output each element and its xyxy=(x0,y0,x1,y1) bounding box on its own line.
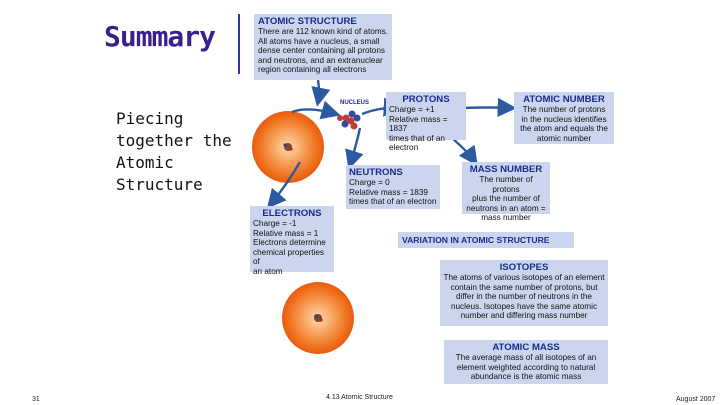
arrow-structure-to-atom xyxy=(311,79,331,107)
protons-text: Charge = +1 Relative mass = 1837 times t… xyxy=(389,105,448,153)
neutrons-text: Charge = 0 Relative mass = 1839 times th… xyxy=(349,178,437,207)
variation-heading: VARIATION IN ATOMIC STRUCTURE xyxy=(402,235,550,245)
atom-lower-icon xyxy=(282,282,354,354)
nucleus-label: NUCLEUS xyxy=(340,100,370,106)
arrow-atom-to-nucleus xyxy=(291,100,341,120)
atomic-structure-text: There are 112 known kind of atoms. All a… xyxy=(258,27,389,75)
title-divider xyxy=(238,14,240,74)
electrons-box: ELECTRONS Charge = -1 Relative mass = 1 … xyxy=(250,206,334,276)
isotopes-heading: ISOTOPES xyxy=(499,262,549,273)
neutrons-heading: NEUTRONS xyxy=(349,167,403,178)
atomic-structure-box: ATOMIC STRUCTURE There are 112 known kin… xyxy=(254,14,392,80)
footer-center-text: 4.13 Atomic Structure xyxy=(326,394,393,401)
isotopes-text: The atoms of various isotopes of an elem… xyxy=(443,273,605,321)
slide-subtitle: Piecing together the Atomic Structure xyxy=(116,109,232,194)
variation-banner: VARIATION IN ATOMIC STRUCTURE xyxy=(398,232,574,248)
protons-box: PROTONS Charge = +1 Relative mass = 1837… xyxy=(386,92,466,152)
slide-title: Summary xyxy=(104,20,216,53)
page-number: 31 xyxy=(32,396,40,403)
mass-number-text: The number of protons plus the number of… xyxy=(466,175,546,223)
arrow-nucleus-to-neutrons xyxy=(345,127,364,170)
electrons-heading: ELECTRONS xyxy=(262,208,322,219)
atomic-number-heading: ATOMIC NUMBER xyxy=(523,94,605,105)
atomic-mass-box: ATOMIC MASS The average mass of all isot… xyxy=(444,340,608,384)
atom-upper-icon xyxy=(252,111,324,183)
neutrons-box: NEUTRONS Charge = 0 Relative mass = 1839… xyxy=(346,165,440,209)
atomic-number-box: ATOMIC NUMBER The number of protons in t… xyxy=(514,92,614,144)
atomic-mass-heading: ATOMIC MASS xyxy=(492,342,560,353)
atomic-number-text: The number of protons in the nucleus ide… xyxy=(520,105,608,143)
arrow-atom-to-electrons xyxy=(266,161,302,209)
mass-number-heading: MASS NUMBER xyxy=(469,164,543,175)
arrow-protons-to-atomic-number xyxy=(461,97,517,117)
mass-number-box: MASS NUMBER The number of protons plus t… xyxy=(462,162,550,222)
footer-date: August 2007 xyxy=(676,396,716,403)
isotopes-box: ISOTOPES The atoms of various isotopes o… xyxy=(440,260,608,326)
arrow-protons-to-mass-number xyxy=(451,137,478,166)
electrons-text: Charge = -1 Relative mass = 1 Electrons … xyxy=(253,219,326,276)
protons-heading: PROTONS xyxy=(402,94,450,105)
atomic-mass-text: The average mass of all isotopes of an e… xyxy=(455,353,597,382)
nucleus-icon xyxy=(337,110,361,130)
atomic-structure-heading: ATOMIC STRUCTURE xyxy=(258,16,357,27)
